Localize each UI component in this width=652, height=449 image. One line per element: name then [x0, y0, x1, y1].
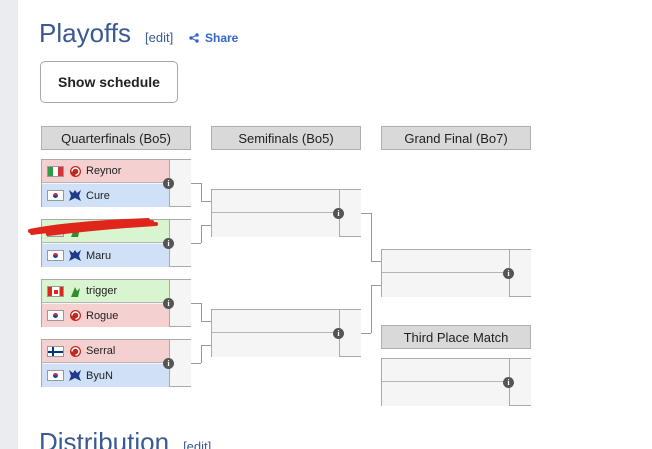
- show-schedule-button[interactable]: Show schedule: [40, 61, 178, 103]
- bracket-connector: [371, 261, 381, 262]
- bracket-connector: [201, 321, 211, 322]
- bracket-connector: [371, 285, 381, 286]
- match-info-icon[interactable]: i: [333, 328, 344, 339]
- match-info-icon[interactable]: i: [503, 268, 514, 279]
- edit-link[interactable]: [edit]: [183, 439, 212, 449]
- bracket-connector: [201, 225, 211, 226]
- bracket-connector: [201, 183, 202, 201]
- bracket-connector: [371, 285, 372, 333]
- player-slot[interactable]: [212, 310, 339, 333]
- round-header-third-place: Third Place Match: [381, 325, 531, 349]
- zerg-icon: [68, 164, 82, 178]
- share-link[interactable]: Share: [189, 31, 238, 45]
- player-slot[interactable]: Serral: [42, 340, 169, 363]
- share-icon: [189, 33, 199, 43]
- bracket-connector: [201, 345, 211, 346]
- round-header-grand-final: Grand Final (Bo7): [381, 126, 531, 150]
- match-info-icon[interactable]: i: [333, 208, 344, 219]
- red-annotation-scribble: [28, 218, 158, 236]
- player-slot[interactable]: [382, 250, 509, 273]
- player-slot[interactable]: [212, 334, 339, 357]
- player-name: ByuN: [86, 369, 113, 382]
- flag-finland-icon: [47, 345, 64, 357]
- bracket-connector: [201, 225, 202, 243]
- flag-italy-icon: [47, 165, 64, 177]
- quarterfinal-match-4: Serral ByuN: [41, 339, 191, 387]
- bracket-connector: [191, 303, 201, 304]
- bracket-connector: [361, 333, 371, 334]
- bracket-connector: [201, 345, 202, 363]
- player-name: Maru: [86, 249, 112, 262]
- section-title: Distribution: [39, 427, 170, 449]
- semifinal-match-2: [211, 309, 361, 357]
- terran-icon: [68, 369, 82, 383]
- bracket-connector: [201, 303, 202, 321]
- round-header-quarterfinals: Quarterfinals (Bo5): [41, 126, 191, 150]
- player-slot[interactable]: Cure: [42, 184, 169, 207]
- player-name: Rogue: [86, 309, 119, 322]
- next-section-heading: Distribution [edit]: [39, 427, 211, 449]
- grand-final-match: [381, 249, 531, 297]
- terran-icon: [68, 249, 82, 263]
- player-name: Cure: [86, 189, 110, 202]
- flag-south-korea-icon: [47, 370, 64, 381]
- section-heading: Playoffs [edit]: [39, 18, 173, 54]
- quarterfinal-match-1: Reynor Cure: [41, 159, 191, 207]
- player-name: trigger: [86, 285, 118, 297]
- player-slot[interactable]: ByuN: [42, 364, 169, 387]
- share-label: Share: [205, 31, 239, 45]
- match-info-icon[interactable]: i: [163, 178, 174, 189]
- player-slot[interactable]: [382, 383, 509, 406]
- flag-south-korea-icon: [47, 190, 64, 201]
- match-info-icon[interactable]: i: [163, 298, 174, 309]
- bracket-connector: [191, 183, 201, 184]
- bracket-connector: [191, 363, 201, 364]
- page: Playoffs [edit] Share Show schedule Quar…: [18, 0, 652, 449]
- player-name: Serral: [86, 345, 116, 357]
- player-slot[interactable]: [382, 359, 509, 382]
- flag-south-korea-icon: [47, 250, 64, 261]
- flag-south-korea-icon: [47, 310, 64, 321]
- player-slot[interactable]: [212, 190, 339, 213]
- bracket-connector: [371, 213, 372, 261]
- bracket-connector: [361, 213, 371, 214]
- player-slot[interactable]: Maru: [42, 244, 169, 267]
- player-name: Reynor: [86, 165, 122, 177]
- section-title: Playoffs: [39, 18, 132, 48]
- match-info-icon[interactable]: i: [163, 238, 174, 249]
- flag-canada-icon: [47, 285, 64, 297]
- player-slot[interactable]: [212, 214, 339, 237]
- player-slot[interactable]: Reynor: [42, 160, 169, 183]
- match-info-icon[interactable]: i: [163, 358, 174, 369]
- player-slot[interactable]: trigger: [42, 280, 169, 303]
- zerg-icon: [68, 309, 82, 323]
- terran-icon: [68, 189, 82, 203]
- bracket-connector: [201, 201, 211, 202]
- player-slot[interactable]: Rogue: [42, 304, 169, 327]
- player-slot[interactable]: [382, 274, 509, 297]
- round-header-semifinals: Semifinals (Bo5): [211, 126, 361, 150]
- match-info-icon[interactable]: i: [503, 377, 514, 388]
- protoss-icon: [68, 284, 82, 298]
- edit-link[interactable]: [edit]: [145, 30, 174, 45]
- bracket-connector: [191, 243, 201, 244]
- zerg-icon: [68, 344, 82, 358]
